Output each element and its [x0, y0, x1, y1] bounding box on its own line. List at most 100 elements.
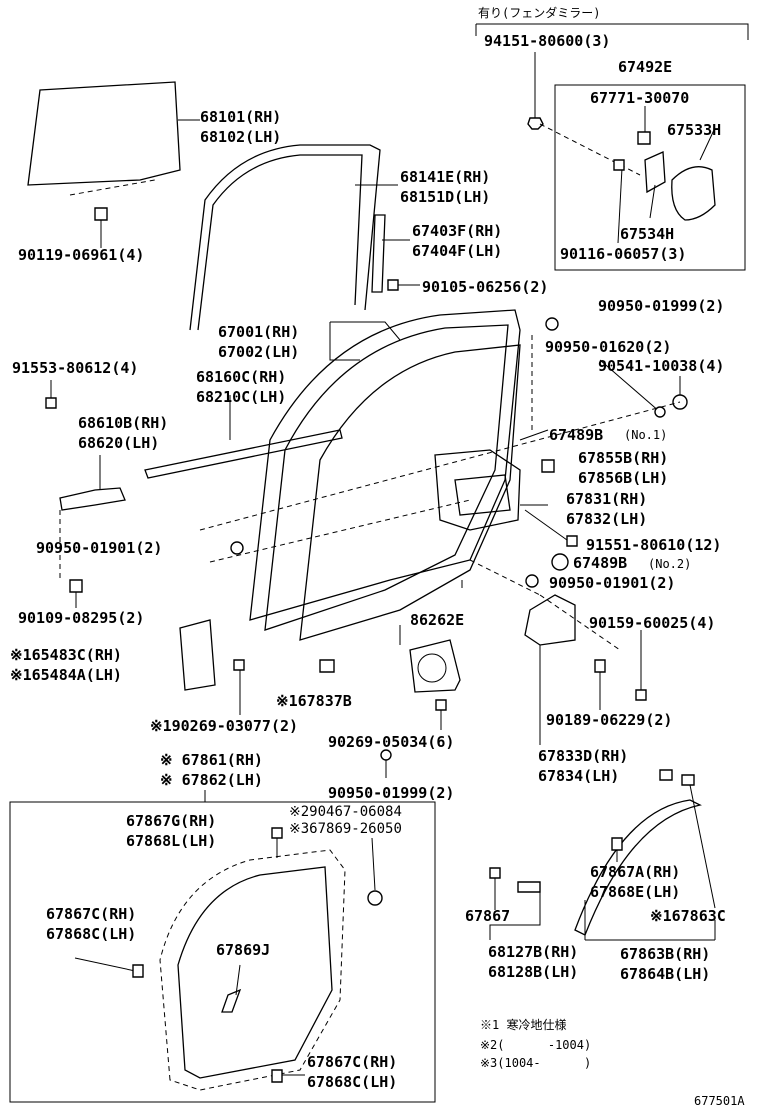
part-65484a: ※165484A(LH) [10, 666, 122, 684]
clip-icon [489, 867, 501, 879]
part-67863b: 67863B(RH) [620, 945, 711, 963]
part-90269-05034: 90269-05034(6) [328, 733, 455, 751]
mirror-stay-icon [644, 151, 666, 194]
part-67833d: 67833D(RH) [538, 747, 629, 765]
leader-67867c-a [74, 957, 141, 973]
door-glass-icon [27, 81, 181, 186]
clip-icon [637, 131, 651, 145]
footnote-2: ※2( -1004) [480, 1038, 592, 1052]
clip-icon [132, 964, 144, 978]
leader-67489b1 [519, 429, 549, 441]
part-67001: 67001(RH) [218, 323, 300, 341]
leader-90950-01620 [599, 359, 661, 413]
part-67832: 67832(LH) [566, 510, 648, 528]
part-67002: 67002(LH) [218, 343, 300, 361]
figure-id: 677501A [694, 1094, 745, 1108]
part-68102: 68102(LH) [200, 128, 282, 146]
run-channel-icon [189, 144, 381, 331]
inside-handle-icon [524, 594, 576, 646]
hole-plug-icon [551, 553, 569, 571]
division-bar-icon [371, 214, 386, 293]
dash-center-2 [469, 559, 541, 596]
part-94151: 94151-80600(3) [484, 32, 611, 50]
part-67868l: 67868L(LH) [126, 832, 217, 850]
part-67831: 67831(RH) [566, 490, 648, 508]
leader-67869j [235, 964, 241, 996]
door-trim-box [9, 801, 436, 1103]
part-67489b-no2: 67489B [573, 554, 628, 572]
part-68141e: 68141E(RH) [400, 168, 491, 186]
part-90950-01999-top: 90950-01999(2) [598, 297, 725, 315]
part-68151d: 68151D(LH) [400, 188, 491, 206]
part-90950-01620: 90950-01620(2) [545, 338, 672, 356]
part-67869-26050: ※367869-26050 [289, 821, 402, 837]
leader-67863c [689, 784, 716, 909]
part-67868c-b: 67868C(LH) [307, 1073, 398, 1091]
part-67771: 67771-30070 [590, 89, 690, 107]
clip-icon [611, 837, 623, 851]
lock-control-icon [454, 474, 511, 516]
trim-part-icon [221, 988, 242, 1013]
clip-icon [517, 881, 541, 893]
speaker-icon [409, 639, 461, 693]
part-67867g: 67867G(RH) [126, 812, 217, 830]
dash-center-1 [209, 499, 471, 563]
grommet-icon [525, 574, 539, 588]
part-90950-01901-b: 90950-01901(2) [549, 574, 676, 592]
part-67867: 67867 [465, 907, 511, 925]
part-67855b: 67855B(RH) [578, 449, 669, 467]
part-90189: 90189-06229(2) [546, 711, 673, 729]
part-67489b-no1-sub: (No.1) [624, 428, 668, 442]
part-67868e: 67868E(LH) [590, 883, 681, 901]
part-67868c-a: 67868C(LH) [46, 925, 137, 943]
part-90950-01901-a: 90950-01901(2) [36, 539, 163, 557]
cover-panel-icon [179, 619, 216, 691]
part-67533h: 67533H [667, 121, 722, 139]
part-86262e: 86262E [410, 611, 465, 629]
weatherstrip-icon [574, 799, 702, 936]
mirror-assembly-box [554, 84, 746, 271]
part-68610b: 68610B(RH) [78, 414, 169, 432]
screw-icon [566, 535, 578, 547]
part-67492e: 67492E [618, 58, 673, 76]
part-90105: 90105-06256(2) [422, 278, 549, 296]
part-68160c: 68160C(RH) [196, 368, 287, 386]
part-67837b: ※167837B [276, 692, 352, 710]
part-90269-03077: ※190269-03077(2) [150, 717, 299, 735]
clip-icon [367, 890, 383, 906]
part-67867c-b: 67867C(RH) [307, 1053, 398, 1071]
part-67404f: 67404F(LH) [412, 242, 503, 260]
cover-icon [541, 459, 555, 473]
screw-icon [45, 397, 57, 409]
part-67863c: ※167863C [650, 907, 726, 925]
part-68101: 68101(RH) [200, 108, 282, 126]
bolt-icon [387, 279, 399, 291]
leader-67533h [699, 129, 715, 161]
part-67861: ※ 67861(RH) [160, 751, 263, 769]
door-panel-inner [264, 324, 509, 631]
clip-icon [319, 659, 335, 673]
clip-icon [271, 827, 283, 839]
bolt-icon [94, 207, 108, 221]
belt-molding-icon [144, 429, 343, 479]
grommet-icon [545, 317, 559, 331]
part-90116: 90116-06057(3) [560, 245, 687, 263]
screw-icon [435, 699, 447, 711]
fender-mirror-note: 有り(フェンダミラー) [478, 6, 601, 20]
bolt-icon [69, 579, 83, 593]
leader-67869-26050 [371, 837, 376, 891]
leader-90116 [617, 167, 623, 244]
door-trim-outline [159, 849, 346, 1091]
part-67867c-a: 67867C(RH) [46, 905, 137, 923]
part-68620: 68620(LH) [78, 434, 160, 452]
part-90467: ※290467-06084 [289, 804, 402, 820]
part-90119: 90119-06961(4) [18, 246, 145, 264]
part-91553: 91553-80612(4) [12, 359, 139, 377]
clip-icon [659, 769, 673, 781]
mirror-body-icon [671, 166, 716, 221]
screw-icon [635, 689, 647, 701]
part-67856b: 67856B(LH) [578, 469, 669, 487]
part-67834: 67834(LH) [538, 767, 620, 785]
